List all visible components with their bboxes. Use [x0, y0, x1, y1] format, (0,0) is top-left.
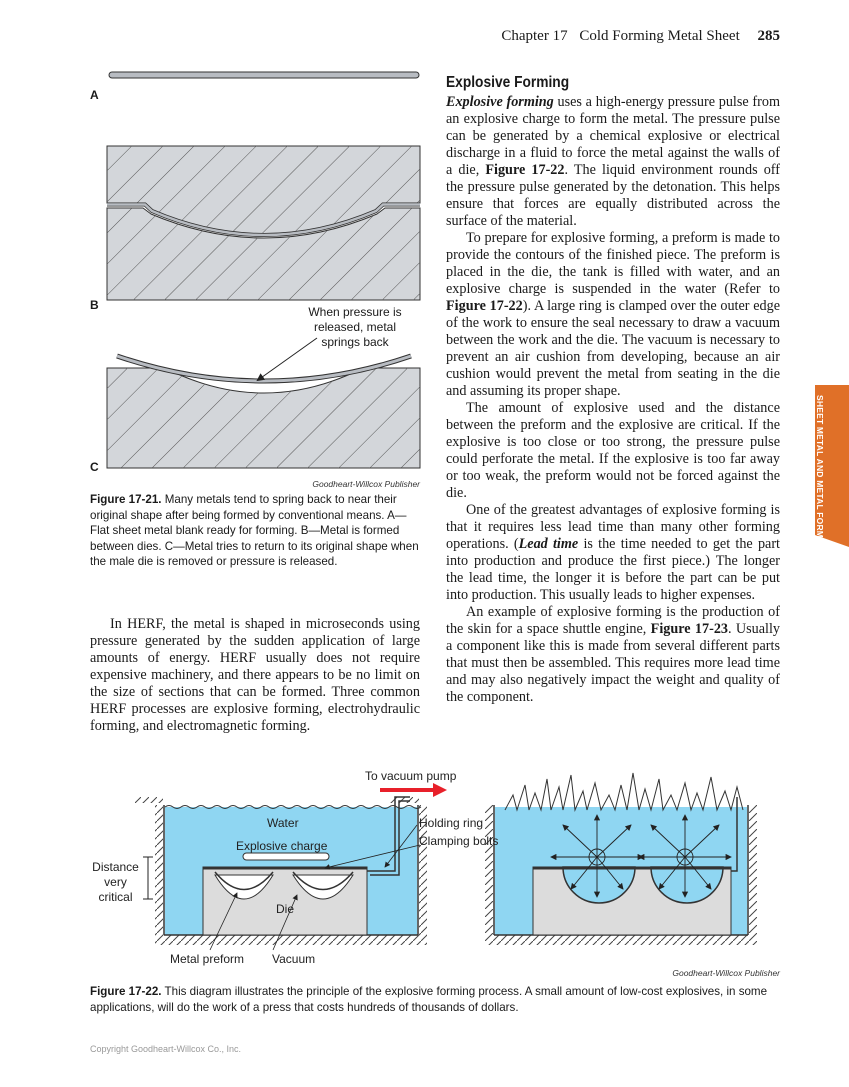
label-vacuum: Vacuum [272, 952, 316, 966]
text-run: . The liquid environment rounds off the … [446, 162, 780, 229]
page-number: 285 [757, 28, 781, 44]
figure-21-label-c: C [90, 460, 99, 474]
text-run: uses a high-energy pressure pulse from a… [446, 94, 780, 178]
running-head: Chapter 17 Cold Forming Metal Sheet 285 [470, 28, 780, 45]
section-heading: Explosive Forming [446, 74, 570, 91]
right-column-text: Explosive forming uses a high-energy pre… [446, 94, 780, 706]
distance-line: very [104, 875, 127, 889]
left-column-text: In HERF, the metal is shaped in microsec… [90, 616, 420, 735]
figure-21-caption-text: Many metals tend to spring back to near … [90, 493, 419, 568]
callout-line: springs back [321, 335, 389, 349]
label-explosive-charge: Explosive charge [236, 839, 328, 853]
figure-21-credit: Goodheart-Willcox Publisher [312, 479, 420, 489]
figure-22-caption: Figure 17-22. This diagram illustrates t… [90, 984, 780, 1015]
figure-22-credit: Goodheart-Willcox Publisher [672, 968, 780, 978]
figure-22-caption-label: Figure 17-22. [90, 985, 162, 998]
label-vacuum-pump: To vacuum pump [365, 769, 457, 783]
figure-ref: Figure 17-23 [650, 621, 729, 637]
herf-paragraph: In HERF, the metal is shaped in microsec… [90, 616, 420, 734]
callout-line: When pressure is [308, 305, 402, 319]
paragraph-2: To prepare for explosive forming, a pref… [446, 230, 780, 400]
label-clamping-bolts: Clamping bolts [419, 834, 499, 848]
text-run: To prepare for explosive forming, a pref… [446, 230, 780, 297]
figure-21-callout: When pressure is released, metal springs… [290, 305, 420, 350]
label-holding-ring: Holding ring [419, 816, 484, 830]
figure-21-caption-label: Figure 17-21. [90, 493, 162, 506]
side-tab-text: SHEET METAL AND METAL FORMING [815, 395, 825, 554]
figure-ref: Figure 17-22 [485, 162, 565, 178]
chapter-number: Chapter 17 [501, 28, 568, 44]
figure-21-label-a: A [90, 88, 99, 102]
distance-line: Distance [92, 860, 139, 874]
figure-21-caption: Figure 17-21. Many metals tend to spring… [90, 492, 420, 570]
copyright-footer: Copyright Goodheart-Willcox Co., Inc. [90, 1044, 242, 1054]
figure-ref: Figure 17-22 [446, 298, 523, 314]
figure-21-label-b: B [90, 298, 99, 312]
text-run: . Usually a component like this is made … [446, 621, 781, 705]
distance-line: critical [98, 890, 133, 904]
figure-17-21-drawing [106, 71, 421, 469]
text-run: One of the greatest advantages of explos… [446, 502, 780, 552]
label-die: Die [276, 902, 295, 916]
chapter-title: Cold Forming Metal Sheet [579, 28, 740, 44]
paragraph-3: The amount of explosive used and the dis… [446, 400, 780, 501]
text-run: An example of explosive forming is the p… [446, 604, 780, 637]
label-metal-preform: Metal preform [170, 952, 245, 966]
term-explosive-forming: Explosive forming [446, 94, 554, 110]
callout-line: released, metal [313, 320, 397, 334]
paragraph-5: An example of explosive forming is the p… [446, 604, 780, 706]
figure-22-caption-text: This diagram illustrates the principle o… [90, 985, 768, 1014]
term-lead-time: Lead time [518, 536, 579, 552]
paragraph-4: One of the greatest advantages of explos… [446, 502, 780, 604]
label-water: Water [267, 816, 299, 830]
right-column: Explosive Forming Explosive forming uses… [446, 74, 780, 706]
paragraph-1: Explosive forming uses a high-energy pre… [446, 94, 780, 230]
text-run: ). A large ring is clamped over the oute… [446, 298, 781, 399]
figure-17-22-drawing [135, 772, 757, 951]
text-run: is the time needed to get the part into … [446, 536, 780, 603]
side-tab [815, 385, 849, 547]
label-distance-critical: Distance very critical [88, 860, 143, 905]
